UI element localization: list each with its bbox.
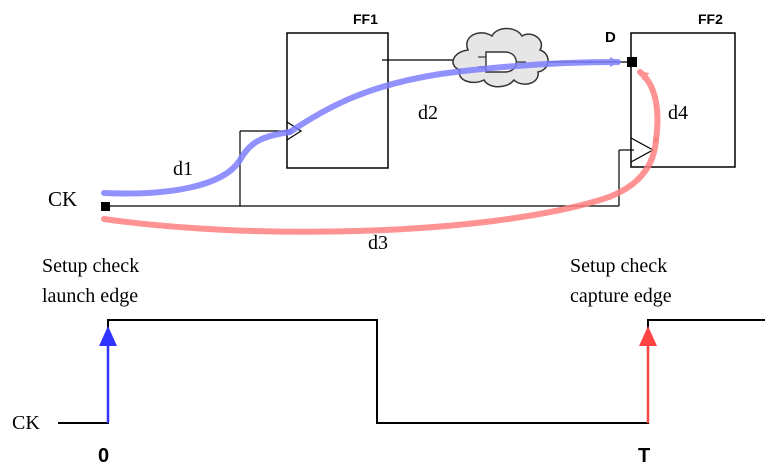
ck-waveform (58, 319, 765, 424)
capture-path-d4 (637, 69, 661, 143)
time-period-label: T (638, 445, 650, 465)
launch-edge-label-line2: launch edge (42, 285, 138, 307)
delay-d4-label: d4 (668, 102, 688, 124)
capture-edge-arrow-icon (639, 326, 657, 423)
ff1-label: FF1 (353, 11, 378, 27)
ff2-box (630, 32, 736, 168)
ff2-label: FF2 (698, 11, 723, 27)
delay-d3-label: d3 (368, 232, 388, 254)
launch-path-d1 (101, 129, 293, 197)
capture-edge-label-line2: capture edge (570, 285, 672, 307)
d-pin-square (627, 57, 637, 67)
d-pin-label: D (605, 29, 616, 46)
ff1-clock-pin-icon (286, 121, 303, 141)
delay-d1-label: d1 (173, 158, 193, 180)
delay-d2-label: d2 (418, 102, 438, 124)
capture-path-d3 (101, 137, 659, 235)
launch-edge-arrow-icon (99, 326, 117, 423)
capture-edge-label-line1: Setup check (570, 255, 667, 277)
launch-edge-label-line1: Setup check (42, 255, 139, 277)
ck-pin-square (101, 202, 110, 211)
ck-waveform-label: CK (12, 412, 40, 434)
time-zero-label: 0 (98, 445, 109, 465)
ck-pin-label: CK (48, 187, 77, 211)
combinational-logic-cloud-icon (452, 27, 549, 88)
ff1-box (286, 32, 389, 169)
launch-path-d2 (287, 57, 621, 135)
